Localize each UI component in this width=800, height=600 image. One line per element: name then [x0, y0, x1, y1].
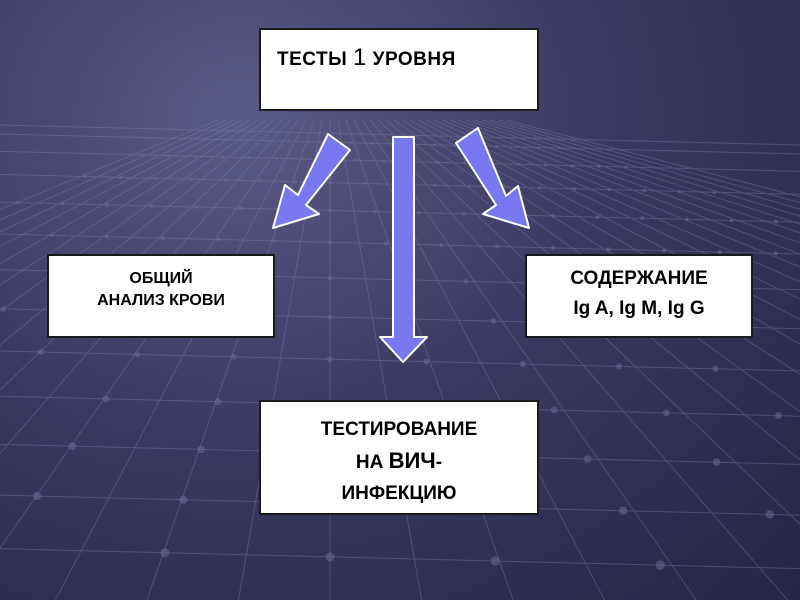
- hiv-testing-label: ТЕСТИРОВАНИЕ НА ВИЧ- ИНФЕКЦИЮ: [320, 419, 478, 504]
- arrow-to-hiv-testing: [379, 136, 428, 363]
- blood-test-box: ОБЩИЙ АНАЛИЗ КРОВИ: [47, 254, 275, 338]
- immunoglobulin-label: СОДЕРЖАНИЕ Ig A, Ig M, Ig G: [570, 268, 708, 319]
- arrow-to-blood-test: [272, 133, 351, 229]
- level-1-tests-box: ТЕСТЫ 1 УРОВНЯ: [259, 28, 539, 111]
- immunoglobulin-box: СОДЕРЖАНИЕ Ig A, Ig M, Ig G: [525, 254, 753, 338]
- blood-test-label: ОБЩИЙ АНАЛИЗ КРОВИ: [97, 270, 225, 309]
- arrow-to-immunoglobulin: [455, 127, 530, 229]
- level-1-tests-title: ТЕСТЫ 1 УРОВНЯ: [277, 44, 456, 71]
- hiv-testing-box: ТЕСТИРОВАНИЕ НА ВИЧ- ИНФЕКЦИЮ: [259, 400, 539, 515]
